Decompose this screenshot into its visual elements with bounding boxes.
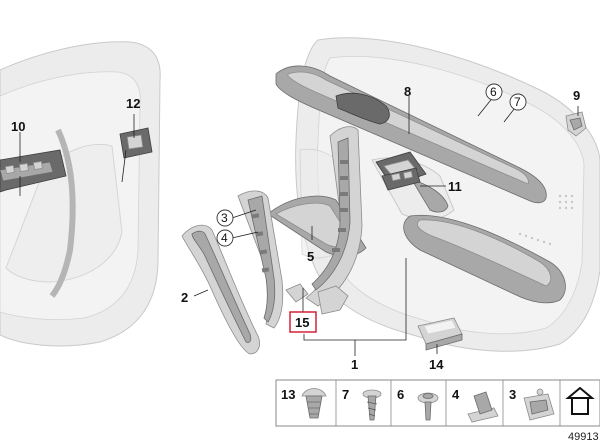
armrest-lower-top [416, 219, 552, 287]
callout-9: 9 [573, 88, 580, 103]
callout-3: 3 [221, 211, 228, 225]
callout-5: 5 [307, 249, 314, 264]
callout-7-circle [509, 93, 527, 111]
house-symbol-icon [565, 386, 595, 415]
callout-12: 12 [126, 96, 140, 111]
callout-8: 8 [404, 84, 411, 99]
callout-labels: 8 6 7 9 11 12 10 3 4 2 5 15 1 14 [11, 83, 580, 372]
callout-2: 2 [181, 290, 188, 305]
callout-3-circle [216, 209, 234, 227]
callout-10: 10 [11, 119, 25, 134]
tray-label-6: 6 [397, 387, 404, 402]
callout-1: 1 [351, 357, 358, 372]
callout-11: 11 [448, 179, 462, 194]
clip-9 [565, 111, 587, 137]
callout-4: 4 [221, 231, 228, 245]
callout-6: 6 [490, 85, 497, 99]
clip-block-14 [417, 317, 463, 351]
tray-label-13: 13 [281, 387, 295, 402]
grip-cover-4 [237, 190, 309, 329]
callout-15: 15 [295, 315, 309, 330]
door-opener [335, 92, 390, 125]
handle-frame-15 [305, 126, 363, 315]
left-door-panel [0, 41, 161, 347]
callout-7: 7 [514, 95, 521, 109]
handle-2-inner [191, 230, 252, 343]
clip-4-icon [467, 391, 499, 423]
tray-label-4: 4 [452, 387, 460, 402]
diagram-number: 49913 [568, 431, 599, 443]
tray-label-7: 7 [342, 387, 349, 402]
hardware-tray: 13 7 6 4 3 [275, 379, 600, 427]
tray-label-3: 3 [509, 387, 516, 402]
screw-6-icon [417, 392, 439, 421]
clip-3-icon [523, 388, 555, 421]
screw-7-icon [362, 389, 382, 421]
window-switch-11 [381, 167, 421, 191]
callout-15-box [289, 311, 317, 333]
callout-4-circle [216, 229, 234, 247]
callout-14: 14 [429, 357, 444, 372]
leader-lines [19, 95, 579, 356]
expanding-nut-13-icon [301, 388, 327, 419]
callout-6-circle [485, 83, 503, 101]
